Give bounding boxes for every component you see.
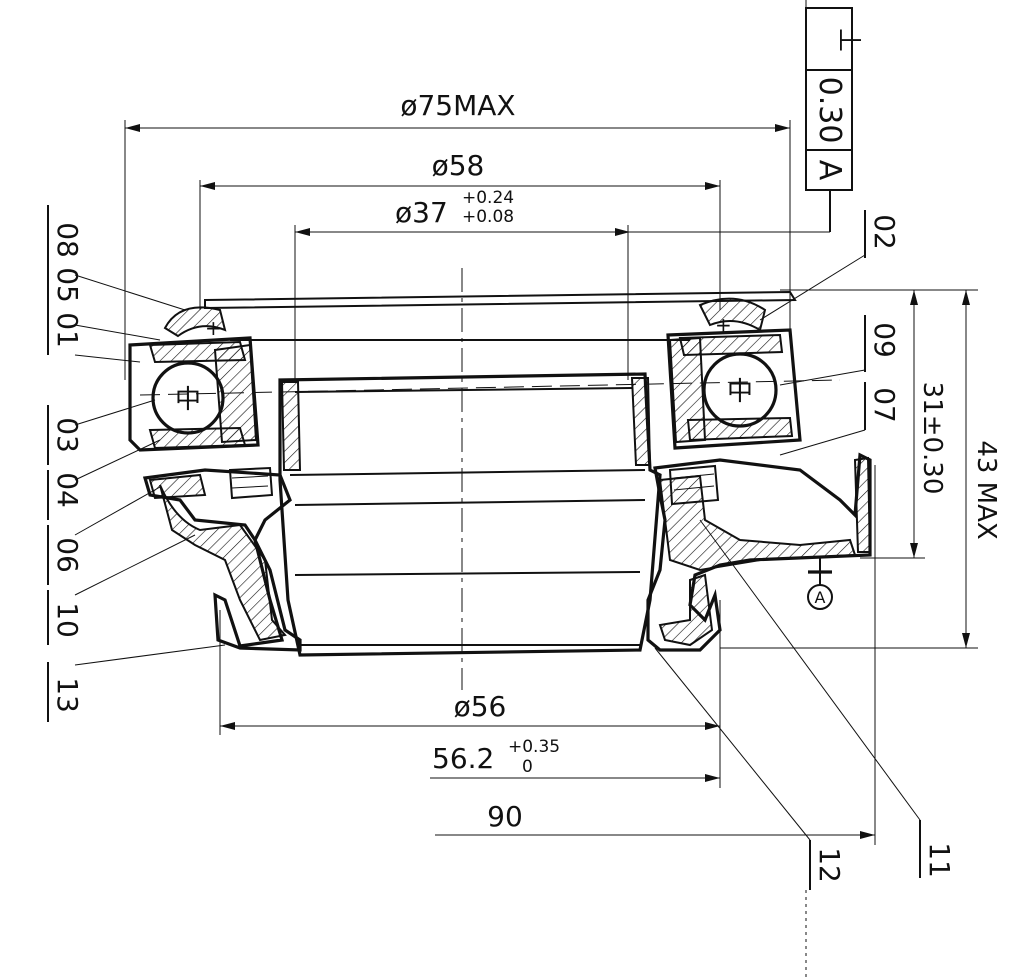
part-label-09: 09 — [868, 322, 901, 358]
dim-w562-main: 56.2 — [432, 742, 494, 775]
lower-right-flange — [646, 452, 872, 652]
dim-d56: ø56 — [219, 610, 720, 735]
tolerance-frame: ⊥ 0.30 A — [630, 7, 867, 233]
part-label-02: 02 — [868, 214, 901, 250]
leader-lines — [74, 254, 921, 841]
part-label-08: 08 — [51, 222, 84, 258]
part-labels-left: 08 05 01 03 04 06 10 13 — [47, 205, 84, 722]
dim-w562-lower: 0 — [522, 757, 533, 777]
dim-d56-label: ø56 — [454, 690, 507, 723]
right-ball-symbol: 中 — [727, 377, 753, 407]
left-ball-symbol: 中 — [175, 385, 201, 415]
bearing-axis-line — [139, 379, 841, 396]
dim-d58-label: ø58 — [432, 149, 485, 182]
part-label-12: 12 — [813, 847, 846, 883]
dim-d37: ø37 +0.24 +0.08 — [294, 188, 630, 380]
tolerance-symbol: ⊥ — [832, 27, 867, 53]
dim-h43: 43 MAX — [720, 289, 1001, 649]
dim-d37-upper: +0.24 — [462, 188, 514, 208]
svg-text:+: + — [205, 316, 222, 340]
dim-w562: 56.2 +0.35 0 — [430, 600, 721, 788]
part-label-13: 13 — [51, 677, 84, 713]
part-label-10: 10 — [51, 602, 84, 638]
dim-d37-lower: +0.08 — [462, 207, 514, 227]
lower-left-flange — [142, 466, 302, 652]
dim-d58: ø58 — [199, 149, 721, 310]
dim-h31-label: 31±0.30 — [917, 382, 947, 495]
dim-d75: ø75MAX — [124, 89, 791, 380]
dim-w90: 90 — [435, 465, 876, 845]
dim-w90-label: 90 — [487, 800, 523, 833]
part-label-06: 06 — [51, 537, 84, 573]
right-ball — [702, 352, 778, 428]
part-label-01: 01 — [51, 312, 84, 348]
svg-text:+: + — [715, 313, 732, 337]
left-ball — [151, 361, 225, 435]
tolerance-value: 0.30 — [812, 77, 847, 144]
datum-a-label: A — [815, 588, 826, 607]
tolerance-datum: A — [812, 160, 847, 181]
part-label-11: 11 — [923, 842, 956, 878]
part-label-03: 03 — [51, 417, 84, 453]
dim-h43-label: 43 MAX — [971, 440, 1001, 539]
dim-w562-upper: +0.35 — [508, 737, 560, 757]
part-label-05: 05 — [51, 267, 84, 303]
dim-d75-label: ø75MAX — [400, 89, 515, 122]
part-labels-right: 02 09 07 11 12 — [809, 210, 956, 890]
dim-h31: 31±0.30 — [780, 289, 947, 559]
datum-a-marker: A — [807, 558, 833, 610]
inner-sleeve — [278, 372, 662, 657]
outer-housing-top — [204, 290, 797, 341]
dim-d37-main: ø37 — [395, 196, 448, 229]
left-bearing-assembly: 中 + — [128, 306, 260, 452]
right-bearing-assembly: 中 + — [666, 297, 802, 450]
part-label-07: 07 — [868, 387, 901, 423]
part-label-04: 04 — [51, 472, 84, 508]
